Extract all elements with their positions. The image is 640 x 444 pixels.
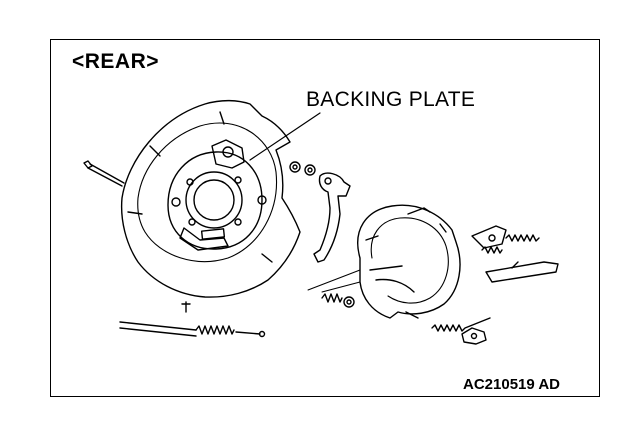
backing-plate-callout: BACKING PLATE [306, 88, 476, 111]
hold-down-spring [321, 293, 355, 308]
parts-leader-2 [321, 281, 361, 293]
shoe-adjuster [471, 225, 540, 254]
backing-plate [120, 99, 301, 298]
adjuster-spring [431, 317, 491, 345]
mounting-bolt [83, 160, 125, 187]
parts-leader-1 [307, 269, 361, 291]
brake-shoe-assembly [357, 204, 461, 319]
callout-leader-line [249, 112, 321, 161]
figure-frame [50, 39, 600, 397]
view-heading: <REAR> [72, 50, 160, 73]
retainer-washers [289, 161, 316, 176]
parking-brake-cable [119, 301, 266, 338]
parking-brake-lever [313, 172, 351, 263]
figure-code: AC210519 AD [463, 376, 560, 393]
shoe-strut [485, 261, 559, 283]
